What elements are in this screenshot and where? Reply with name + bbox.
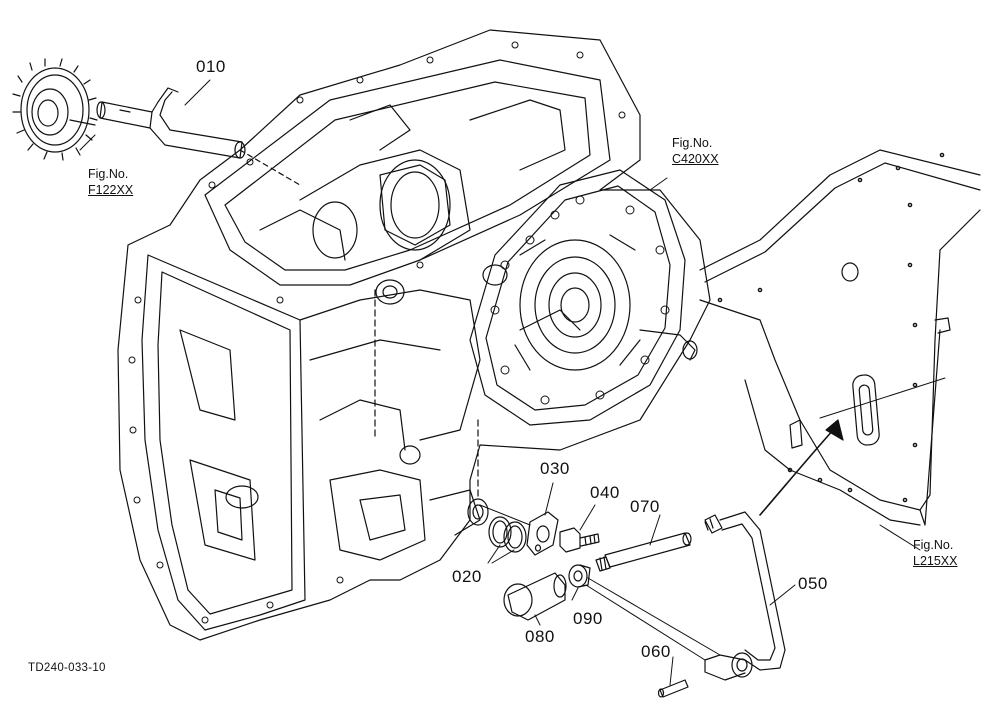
leader-lines: [79, 79, 946, 686]
drawing-code: TD240-033-10: [28, 662, 106, 674]
figure-ref-prefix: Fig.No.: [913, 538, 954, 552]
figure-ref-c420xx: Fig.No. C420XX: [672, 136, 719, 167]
pin-060: [657, 679, 689, 698]
part-label-060: 060: [641, 642, 671, 661]
lever-050: [704, 511, 786, 681]
part-label-080: 080: [525, 627, 555, 646]
nut-090: [568, 564, 591, 588]
shift-shaft-010: [96, 87, 301, 186]
part-label-020: 020: [452, 567, 482, 586]
transmission-case: [117, 29, 711, 641]
part-label-050: 050: [798, 574, 828, 593]
figure-ref-code: L215XX: [913, 553, 958, 568]
bearing-flange: [469, 169, 686, 426]
rod-070: [595, 532, 692, 572]
o-rings-020: [488, 516, 527, 553]
gear-part: [12, 58, 98, 161]
part-label-030: 030: [540, 459, 570, 478]
assembly-arrow: [759, 419, 844, 516]
plate-030: [526, 511, 559, 556]
knob-080: [503, 572, 567, 621]
figure-ref-code: C420XX: [672, 151, 719, 166]
part-label-010: 010: [196, 57, 226, 76]
bolt-040: [559, 527, 600, 553]
part-label-040: 040: [590, 483, 620, 502]
figure-ref-code: F122XX: [88, 182, 134, 197]
part-label-090: 090: [573, 609, 603, 628]
figure-ref-prefix: Fig.No.: [672, 136, 713, 150]
figure-ref-l215xx: Fig.No. L215XX: [913, 538, 957, 569]
part-label-070: 070: [630, 497, 660, 516]
figure-ref-prefix: Fig.No.: [88, 167, 129, 181]
figure-ref-f122xx: Fig.No. F122XX: [88, 167, 133, 198]
frame-panel: [699, 149, 981, 526]
